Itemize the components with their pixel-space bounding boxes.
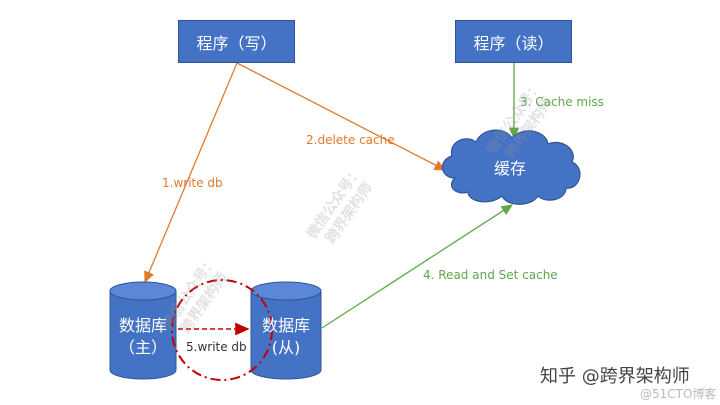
edge-label-delete-cache: 2.delete cache xyxy=(306,133,395,147)
edge-label-replicate: 5.write db xyxy=(186,340,247,354)
db-slave-label-line2: (从) xyxy=(271,338,301,357)
db-master-cylinder xyxy=(109,281,177,380)
cache-label: 缓存 xyxy=(493,159,526,178)
db-master-label-line1: 数据库 xyxy=(118,316,167,335)
replication-highlight-circle xyxy=(171,279,273,381)
writer-program-label: 程序（写） xyxy=(196,33,277,53)
arrow-write-db xyxy=(144,62,238,284)
db-slave-label: 数据库 (从) xyxy=(251,315,321,359)
writer-program-box: 程序（写） xyxy=(178,20,295,63)
blog-brand-text: @51CTO博客 xyxy=(640,387,717,401)
db-master-label-line2: （主） xyxy=(118,338,167,357)
edge-label-cache-miss: 3. Cache miss xyxy=(520,95,604,109)
db-slave-cylinder xyxy=(250,281,322,380)
arrow-read-set-cache xyxy=(321,204,514,329)
zhihu-brand-text: 知乎 @跨界架构师 xyxy=(540,366,690,387)
arrow-delete-cache xyxy=(236,62,447,171)
edge-label-read-set-cache: 4. Read and Set cache xyxy=(423,268,558,282)
cache-cloud xyxy=(442,129,581,205)
db-slave-label-line1: 数据库 xyxy=(261,316,310,335)
edge-label-write-db: 1.write db xyxy=(162,176,223,190)
db-master-label: 数据库 （主） xyxy=(110,315,176,359)
reader-program-box: 程序（读） xyxy=(455,20,572,63)
reader-program-label: 程序（读） xyxy=(473,33,554,53)
